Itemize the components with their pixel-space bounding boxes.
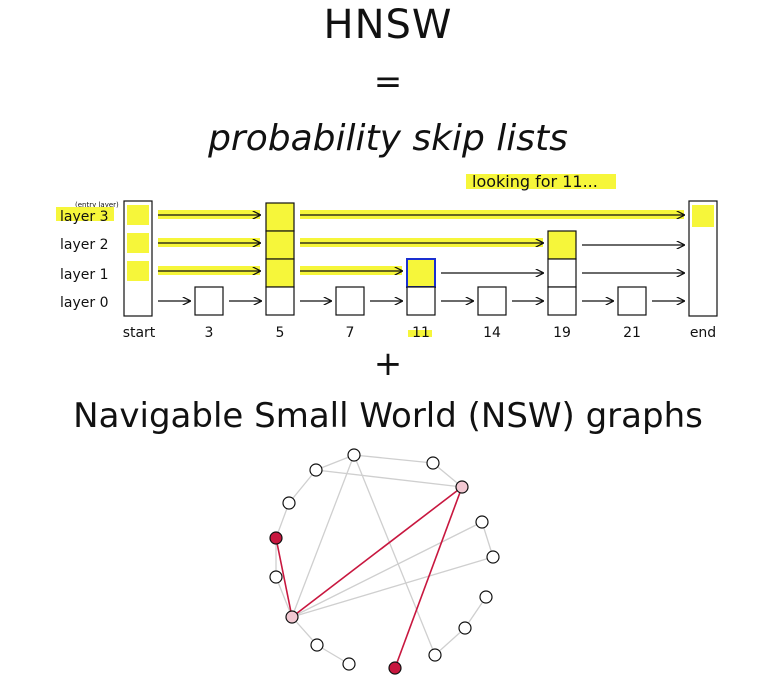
nsw-title: Navigable Small World (NSW) graphs — [73, 396, 703, 436]
nsw-edge — [315, 454, 355, 471]
nsw-node — [309, 463, 323, 477]
equals-sign: = — [373, 62, 403, 102]
entry-layer-note: (entry layer) — [75, 201, 119, 209]
nsw-node — [282, 496, 296, 510]
nsw-node-target — [388, 661, 402, 675]
nsw-nodes — [269, 448, 500, 675]
nsw-edge — [353, 454, 436, 656]
node-3-layer-0 — [194, 286, 224, 316]
node-11-layer-1 — [406, 258, 436, 288]
nsw-edge — [434, 627, 466, 656]
start-layer-1-fill — [127, 261, 149, 281]
end-column — [688, 200, 718, 317]
nsw-edge — [353, 454, 434, 464]
start-layer-3-fill — [127, 205, 149, 225]
layer-label-0: layer 0 — [60, 295, 108, 311]
skip-list-title: probability skip lists — [208, 118, 568, 159]
nsw-node — [426, 456, 440, 470]
end-layer-3-fill — [692, 205, 714, 227]
nsw-node — [458, 621, 472, 635]
node-label-14: 14 — [483, 325, 501, 341]
nsw-node — [342, 657, 356, 671]
nsw-edge — [291, 521, 483, 618]
node-19-layer-0 — [547, 286, 577, 316]
node-5-layer-0 — [265, 286, 295, 316]
search-note: looking for 11... — [472, 172, 598, 191]
node-21-layer-0 — [617, 286, 647, 316]
nsw-edge — [315, 469, 463, 488]
nsw-edge — [288, 469, 317, 504]
node-11-layer-0 — [406, 286, 436, 316]
node-11-label-highlight — [408, 330, 432, 337]
node-label-3: 3 — [205, 325, 214, 341]
nsw-search-path — [275, 486, 463, 669]
nsw-node — [428, 648, 442, 662]
node-label-21: 21 — [623, 325, 641, 341]
nsw-path-edge — [394, 486, 463, 669]
nsw-node — [347, 448, 361, 462]
node-5-layer-3 — [265, 202, 295, 232]
nsw-edge — [275, 576, 293, 618]
node-5-layer-1 — [265, 258, 295, 288]
nsw-node — [479, 590, 493, 604]
nsw-node-visited — [285, 610, 299, 624]
plus-sign: + — [373, 344, 403, 384]
node-19-layer-2 — [547, 230, 577, 260]
page-title: HNSW — [323, 2, 453, 48]
node-label-5: 5 — [276, 325, 285, 341]
nsw-edge — [291, 454, 355, 618]
node-label-11: 11 — [412, 325, 430, 341]
nsw-node-visited — [455, 480, 469, 494]
node-7-layer-0 — [335, 286, 365, 316]
nsw-node — [486, 550, 500, 564]
nsw-node — [475, 515, 489, 529]
start-column — [123, 200, 153, 317]
node-label-19: 19 — [553, 325, 571, 341]
layer-label-1: layer 1 — [60, 267, 108, 283]
nsw-node — [269, 570, 283, 584]
node-5-layer-2 — [265, 230, 295, 260]
layer-3-label-highlight — [56, 207, 114, 221]
nsw-edge — [291, 556, 494, 618]
node-label-end: end — [690, 325, 716, 341]
node-label-7: 7 — [346, 325, 355, 341]
node-14-layer-0 — [477, 286, 507, 316]
node-19-layer-1 — [547, 258, 577, 288]
nsw-path-edge — [291, 486, 463, 618]
nsw-node-entry — [269, 531, 283, 545]
nsw-path-edge — [275, 537, 293, 618]
layer-label-3: layer 3 — [60, 209, 108, 225]
nsw-node — [310, 638, 324, 652]
search-note-highlight — [466, 174, 616, 189]
layer-label-2: layer 2 — [60, 237, 108, 253]
start-layer-2-fill — [127, 233, 149, 253]
node-label-start: start — [123, 325, 156, 341]
